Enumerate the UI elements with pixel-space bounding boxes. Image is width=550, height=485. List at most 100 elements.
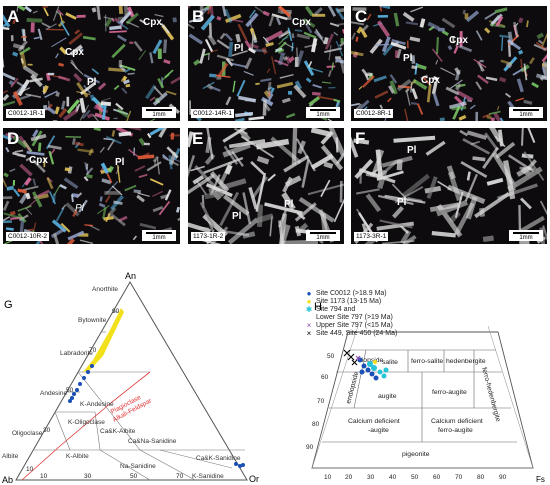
panel-letter: C [355, 7, 368, 26]
data-point [377, 369, 383, 375]
data-point [78, 382, 82, 386]
legend-symbol: ● [306, 297, 312, 306]
scale-bar: 1mm [142, 107, 176, 118]
panel-letter: A [7, 7, 20, 26]
an-tick: 30 [43, 427, 51, 434]
data-point [234, 462, 238, 466]
sample-id-label: C0012-14R-1 [191, 109, 235, 118]
data-point [383, 367, 389, 373]
points-site-c0012 [68, 364, 245, 468]
data-point [241, 463, 245, 467]
an-tick: 70 [89, 347, 97, 354]
scale-bar-line [310, 232, 336, 234]
ab-tick: 30 [84, 473, 92, 480]
left-tick-labels: 50 60 70 80 90 [306, 353, 335, 451]
scale-bar-text: 1mm [152, 112, 166, 118]
scale-bar-text: 1mm [519, 112, 533, 118]
mineral-label: Pl [407, 145, 417, 156]
scale-bar-line [146, 232, 172, 234]
legend-item: ● Site C0012 (>18.9 Ma) [304, 290, 454, 298]
points-site-1173 [83, 308, 124, 372]
scale-bar: 1mm [509, 230, 543, 241]
bottom-tick-labels: 10 20 30 40 50 60 70 80 90 [324, 474, 507, 481]
bottom-tick: 40 [389, 474, 397, 481]
corner-fs: Fs [536, 475, 545, 484]
panel-letter: D [7, 129, 20, 148]
bottom-tick: 70 [455, 474, 463, 481]
data-point [347, 353, 355, 361]
field-label: Anorthite [92, 286, 118, 293]
apex-ab: Ab [2, 475, 13, 485]
legend-label: Site 449, Site 450 (24 Ma) [316, 330, 398, 337]
mineral-label: Cpx [292, 17, 311, 28]
panel-letter-g: G [4, 299, 13, 311]
mineral-label: Pl [232, 211, 242, 222]
field-label: Oligoclase [12, 430, 43, 437]
data-point [359, 369, 365, 375]
scale-bar-text: 1mm [152, 235, 166, 241]
mineral-label: Cpx [449, 35, 468, 46]
data-point [90, 364, 94, 368]
left-tick: 60 [321, 374, 329, 381]
legend-symbol: ● [306, 289, 312, 298]
ab-tick-labels: 10 30 50 70 [40, 473, 184, 480]
data-point [369, 371, 375, 377]
data-point [373, 375, 379, 381]
mineral-label: Pl [403, 53, 413, 64]
ab-tick: 70 [176, 473, 184, 480]
field-labels: Anorthite Bytownite Labradorite Andesine… [2, 286, 241, 480]
data-point [82, 376, 86, 380]
left-tick: 80 [312, 421, 320, 428]
bottom-tick: 10 [324, 474, 332, 481]
ternary-grid-lines [311, 325, 534, 469]
bottom-tick: 60 [433, 474, 441, 481]
field-label: ferro-augite [438, 427, 473, 434]
mineral-label: Pl [234, 43, 244, 54]
legend-label: Site 1173 (13-15 Ma) [316, 298, 382, 305]
data-point [361, 363, 367, 369]
scale-bar-line [513, 232, 539, 234]
legend-label: Upper Site 797 (<15 Ma) [316, 322, 393, 329]
field-label: Ca&K-Albite [100, 428, 136, 435]
data-point [381, 373, 387, 379]
micrograph-texture [3, 6, 180, 121]
field-label: hedenbergite [446, 358, 486, 365]
field-label: ferro-augite [432, 389, 467, 396]
scale-bar-line [310, 109, 336, 111]
sample-id-label: C0012-1R-1 [6, 109, 46, 118]
field-label: pigeonite [402, 451, 430, 458]
scale-bar: 1mm [306, 107, 340, 118]
field-label: ferro-hedenbergite [480, 367, 501, 423]
field-label: K-Andesine [80, 401, 114, 408]
micrograph-texture [188, 128, 344, 244]
panel-letter-h: H [314, 301, 322, 313]
data-point [373, 360, 377, 364]
scale-bar: 1mm [142, 230, 176, 241]
ternary-outline [15, 281, 248, 481]
legend-item: ● Site 1173 (13-15 Ma) [304, 298, 454, 306]
legend-label: Site C0012 (>18.9 Ma) [316, 290, 387, 297]
bottom-tick: 20 [345, 474, 353, 481]
mineral-label: Cpx [421, 75, 440, 86]
scale-bar: 1mm [509, 107, 543, 118]
field-label: Calcium deficient [348, 418, 400, 425]
left-tick: 50 [327, 353, 335, 360]
field-label: K-Sanidine [192, 473, 224, 480]
sample-id-label: 1173-3R-1 [354, 232, 389, 241]
sample-id-label: 1173-1R-2 [191, 232, 226, 241]
scale-bar-text: 1mm [316, 235, 330, 241]
mineral-label: Cpx [143, 17, 162, 28]
field-label: Albite [2, 453, 19, 460]
bottom-tick: 50 [411, 474, 419, 481]
points-site-1173 [373, 360, 377, 364]
field-label: augite [378, 393, 397, 400]
micrograph-texture [351, 128, 547, 244]
mineral-label: Pl [87, 77, 97, 88]
scale-bar-text: 1mm [519, 235, 533, 241]
scale-bar: 1mm [306, 230, 340, 241]
